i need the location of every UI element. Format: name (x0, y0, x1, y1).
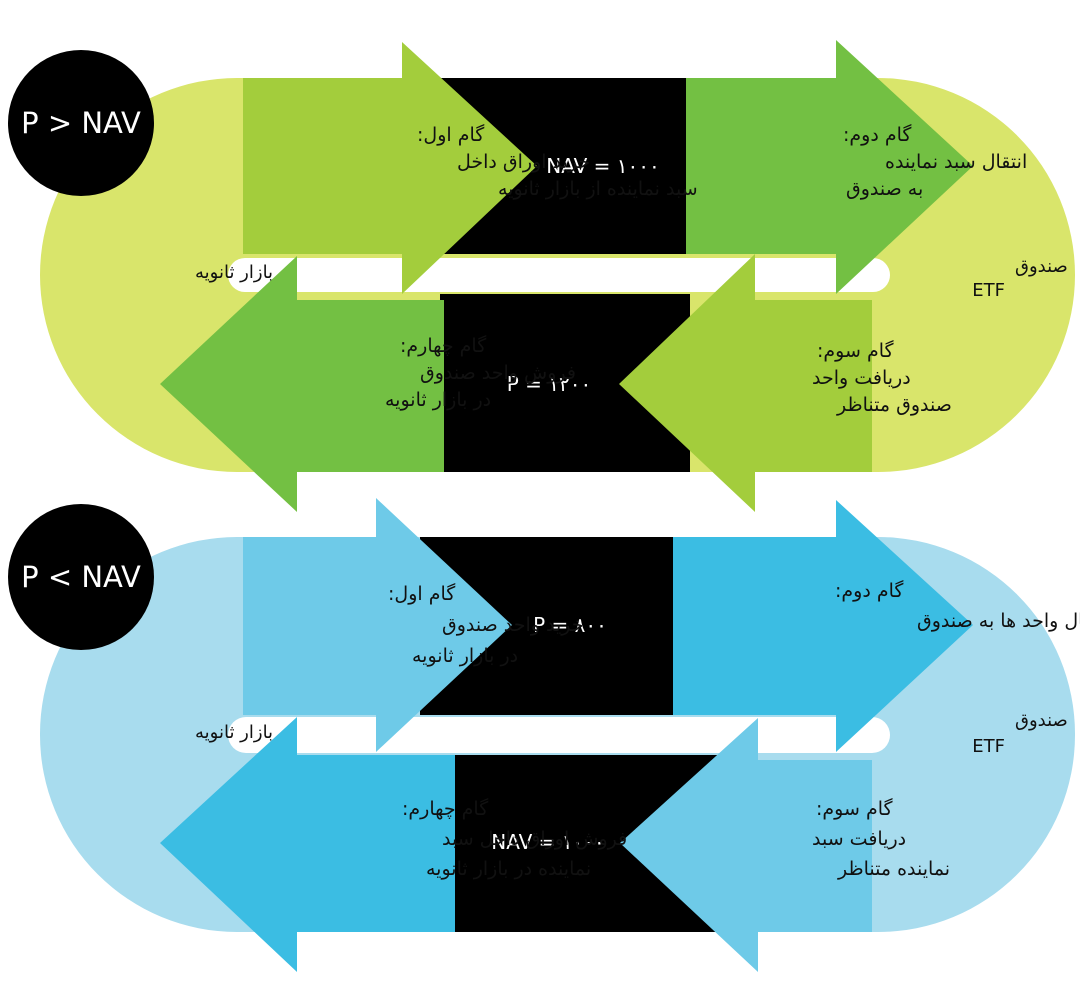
top-left-label: بازار ثانویه (195, 262, 273, 283)
svg-text:گام دوم:: گام دوم: (843, 123, 912, 146)
svg-text:نماینده در بازار ثانویه: نماینده در بازار ثانویه (426, 858, 591, 880)
top-step1-text: گام اول: خرید اوراق داخل سبد نماینده از … (417, 123, 698, 200)
bottom-step3-text: گام سوم: دریافت سبد نماینده متناظر (812, 797, 950, 880)
top-center-bottom-value: P = ۱۲۰۰ (507, 372, 592, 396)
svg-text:فروش واحد صندوق: فروش واحد صندوق (420, 362, 576, 384)
svg-text:گام اول:: گام اول: (388, 582, 456, 605)
bottom-center-top-value: P = ۸۰۰ (533, 613, 607, 637)
svg-text:سبد نماینده از بازار ثانویه: سبد نماینده از بازار ثانویه (498, 178, 698, 200)
svg-text:انتقال واحد ها به صندوق: انتقال واحد ها به صندوق (917, 610, 1080, 632)
top-step2-text: گام دوم: انتقال سبد نماینده به صندوق (843, 123, 1027, 200)
svg-text:صندوق متناظر: صندوق متناظر (836, 394, 952, 416)
bottom-step2-arrow (673, 500, 973, 752)
top-diagram: P > NAV بازار ثانویه صندوق ETF NAV = ۱۰۰… (8, 40, 1075, 512)
top-gap (228, 258, 890, 292)
bottom-right-label-line2: ETF (972, 736, 1005, 757)
svg-text:خرید اوراق داخل: خرید اوراق داخل (457, 151, 590, 173)
bottom-step2-text: گام دوم: انتقال واحد ها به صندوق (835, 579, 1080, 632)
svg-text:انتقال سبد نماینده: انتقال سبد نماینده (885, 151, 1027, 173)
svg-text:خرید واحد صندوق: خرید واحد صندوق (442, 614, 584, 636)
top-step4-text: گام چهارم: فروش واحد صندوق در بازار ثانو… (385, 334, 576, 411)
svg-text:گام چهارم:: گام چهارم: (402, 797, 489, 820)
bottom-step1-text: گام اول: خرید واحد صندوق در بازار ثانویه (388, 582, 584, 667)
bottom-left-label: بازار ثانویه (195, 722, 273, 743)
bottom-step1-arrow (243, 498, 512, 752)
svg-text:دریافت واحد: دریافت واحد (812, 367, 911, 389)
bottom-center-bottom-value: NAV = ۱۰۰۰ (491, 830, 605, 854)
top-right-label-line2: ETF (972, 280, 1005, 301)
top-step3-arrow (619, 254, 872, 512)
svg-text:گام دوم:: گام دوم: (835, 579, 904, 602)
svg-text:در بازار ثانویه: در بازار ثانویه (385, 389, 491, 411)
top-right-label-line1: صندوق (1015, 256, 1068, 277)
svg-text:به صندوق: به صندوق (846, 178, 923, 200)
svg-text:دریافت سبد: دریافت سبد (812, 828, 906, 850)
bottom-right-label-line1: صندوق (1015, 710, 1068, 731)
bottom-badge (8, 504, 154, 650)
svg-text:در بازار ثانویه: در بازار ثانویه (412, 645, 518, 667)
svg-text:گام سوم:: گام سوم: (816, 797, 893, 820)
svg-text:گام اول:: گام اول: (417, 123, 485, 146)
bottom-step4-text: گام چهارم: فروش اوراق داخل سبد نماینده د… (402, 797, 627, 880)
top-badge-text: P > NAV (21, 106, 141, 140)
bottom-step3-arrow (620, 718, 872, 972)
top-badge (8, 50, 154, 196)
svg-text:گام چهارم:: گام چهارم: (400, 334, 487, 357)
svg-text:گام سوم:: گام سوم: (817, 339, 894, 362)
top-center-top-value: NAV = ۱۰۰۰ (546, 154, 660, 178)
svg-text:فروش اوراق داخل سبد: فروش اوراق داخل سبد (442, 828, 627, 850)
bottom-badge-text: P < NAV (21, 560, 141, 594)
bottom-step4-arrow (160, 717, 455, 972)
svg-text:نماینده متناظر: نماینده متناظر (837, 858, 950, 880)
top-step1-arrow (243, 42, 537, 294)
top-step3-text: گام سوم: دریافت واحد صندوق متناظر (812, 339, 952, 416)
top-step2-arrow (686, 40, 973, 294)
top-step4-arrow (160, 256, 444, 512)
bottom-gap (228, 717, 890, 753)
bottom-diagram: P < NAV بازار ثانویه صندوق ETF P = ۸۰۰ N… (8, 498, 1080, 972)
